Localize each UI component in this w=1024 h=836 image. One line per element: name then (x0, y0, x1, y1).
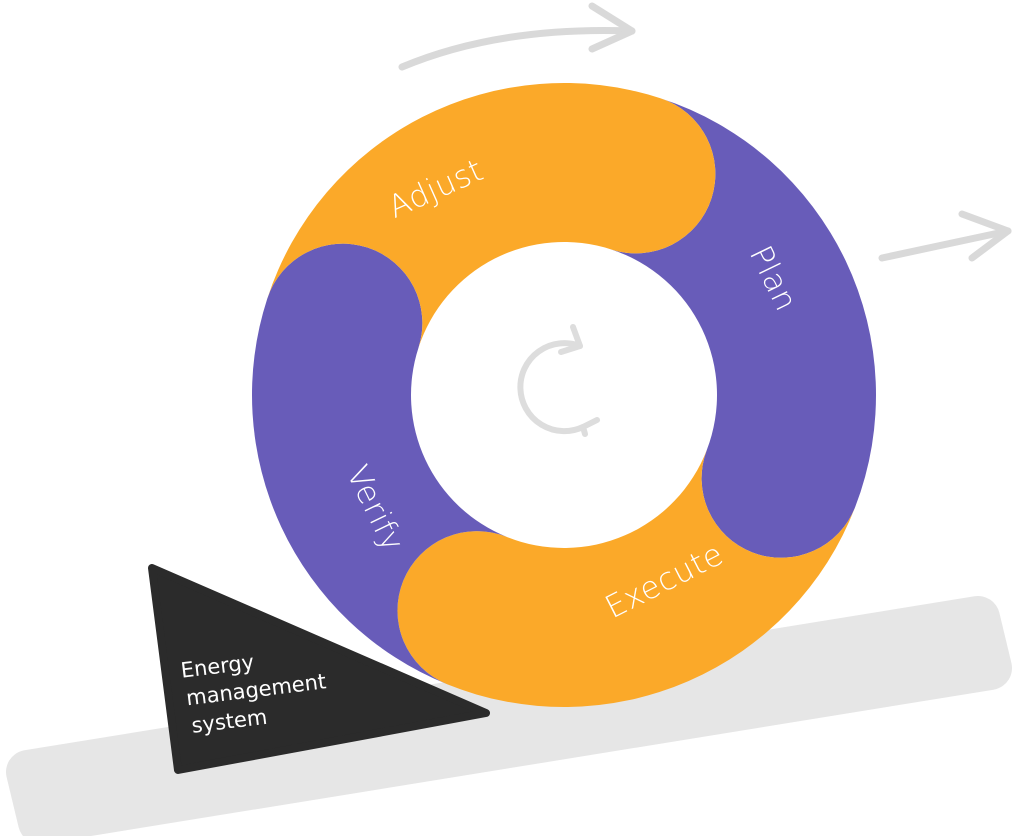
cycle-segment-plan (611, 98, 876, 558)
refresh-cycle-icon (517, 324, 600, 437)
cycle-wheel (251, 82, 876, 707)
forward-arrow-icon (398, 2, 636, 71)
cycle-segment-adjust (267, 82, 716, 348)
forward-arrow-icon (878, 210, 1012, 262)
cycle-segment-verify (251, 243, 507, 685)
wedge-triangle (148, 564, 490, 774)
cycle-segment-execute (397, 449, 856, 707)
